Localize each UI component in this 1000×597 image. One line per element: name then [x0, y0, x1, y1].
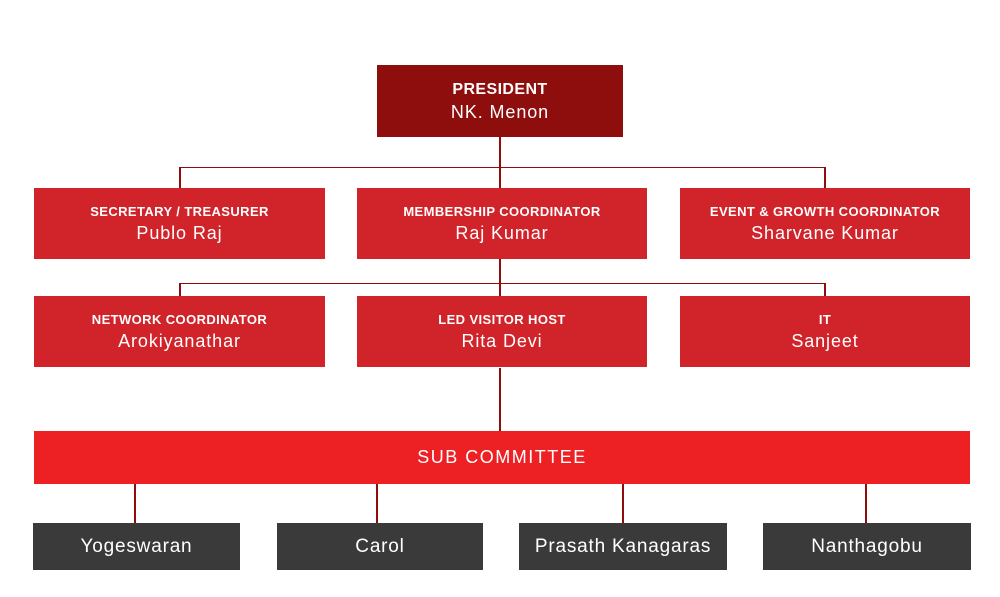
it-box: IT Sanjeet [680, 296, 970, 367]
led-visitor-host-name: Rita Devi [461, 331, 543, 351]
connector-row3-rail [179, 283, 825, 284]
event-growth-coordinator-box: EVENT & GROWTH COORDINATOR Sharvane Kuma… [680, 188, 970, 259]
connector-membership-stem [499, 259, 501, 283]
connector-subcommittee-stem [499, 368, 501, 431]
it-title: IT [818, 312, 832, 327]
secretary-treasurer-title: SECRETARY / TREASURER [90, 204, 269, 219]
secretary-treasurer-box: SECRETARY / TREASURER Publo Raj [34, 188, 325, 259]
membership-coordinator-box: MEMBERSHIP COORDINATOR Raj Kumar [357, 188, 647, 259]
connector-row3-drop-mid [499, 283, 501, 296]
connector-member-drop-2 [376, 484, 378, 523]
connector-member-drop-4 [865, 484, 867, 523]
connector-row2-drop-mid [499, 167, 501, 188]
connector-row2-rail [179, 167, 825, 168]
connector-member-drop-3 [622, 484, 624, 523]
led-visitor-host-box: LED VISITOR HOST Rita Devi [357, 296, 647, 367]
member-box-nanthagobu: Nanthagobu [763, 523, 971, 570]
member-name: Carol [355, 536, 405, 557]
member-box-carol: Carol [277, 523, 483, 570]
subcommittee-label: SUB COMMITTEE [417, 447, 587, 467]
connector-row3-drop-right [824, 283, 826, 296]
event-growth-coordinator-title: EVENT & GROWTH COORDINATOR [709, 204, 941, 219]
member-name: Yogeswaran [80, 536, 193, 557]
member-name: Prasath Kanagaras [534, 536, 712, 557]
connector-member-drop-1 [134, 484, 136, 523]
membership-coordinator-title: MEMBERSHIP COORDINATOR [403, 204, 601, 219]
connector-row3-drop-left [179, 283, 181, 296]
network-coordinator-box: NETWORK COORDINATOR Arokiyanathar [34, 296, 325, 367]
subcommittee-bar: SUB COMMITTEE [34, 431, 970, 484]
network-coordinator-name: Arokiyanathar [118, 331, 241, 351]
president-title: PRESIDENT [452, 80, 548, 98]
member-box-prasath-kanagaras: Prasath Kanagaras [519, 523, 727, 570]
led-visitor-host-title: LED VISITOR HOST [438, 312, 566, 327]
connector-row2-drop-right [824, 167, 826, 188]
president-name: NK. Menon [450, 101, 550, 122]
president-box: PRESIDENT NK. Menon [377, 65, 623, 137]
event-growth-coordinator-name: Sharvane Kumar [751, 223, 899, 243]
membership-coordinator-name: Raj Kumar [455, 223, 549, 243]
connector-row2-drop-left [179, 167, 181, 188]
network-coordinator-title: NETWORK COORDINATOR [91, 312, 268, 327]
secretary-treasurer-name: Publo Raj [136, 223, 223, 243]
it-name: Sanjeet [791, 331, 859, 351]
connector-president-stem [499, 137, 501, 167]
member-name: Nanthagobu [811, 536, 923, 557]
member-box-yogeswaran: Yogeswaran [33, 523, 240, 570]
